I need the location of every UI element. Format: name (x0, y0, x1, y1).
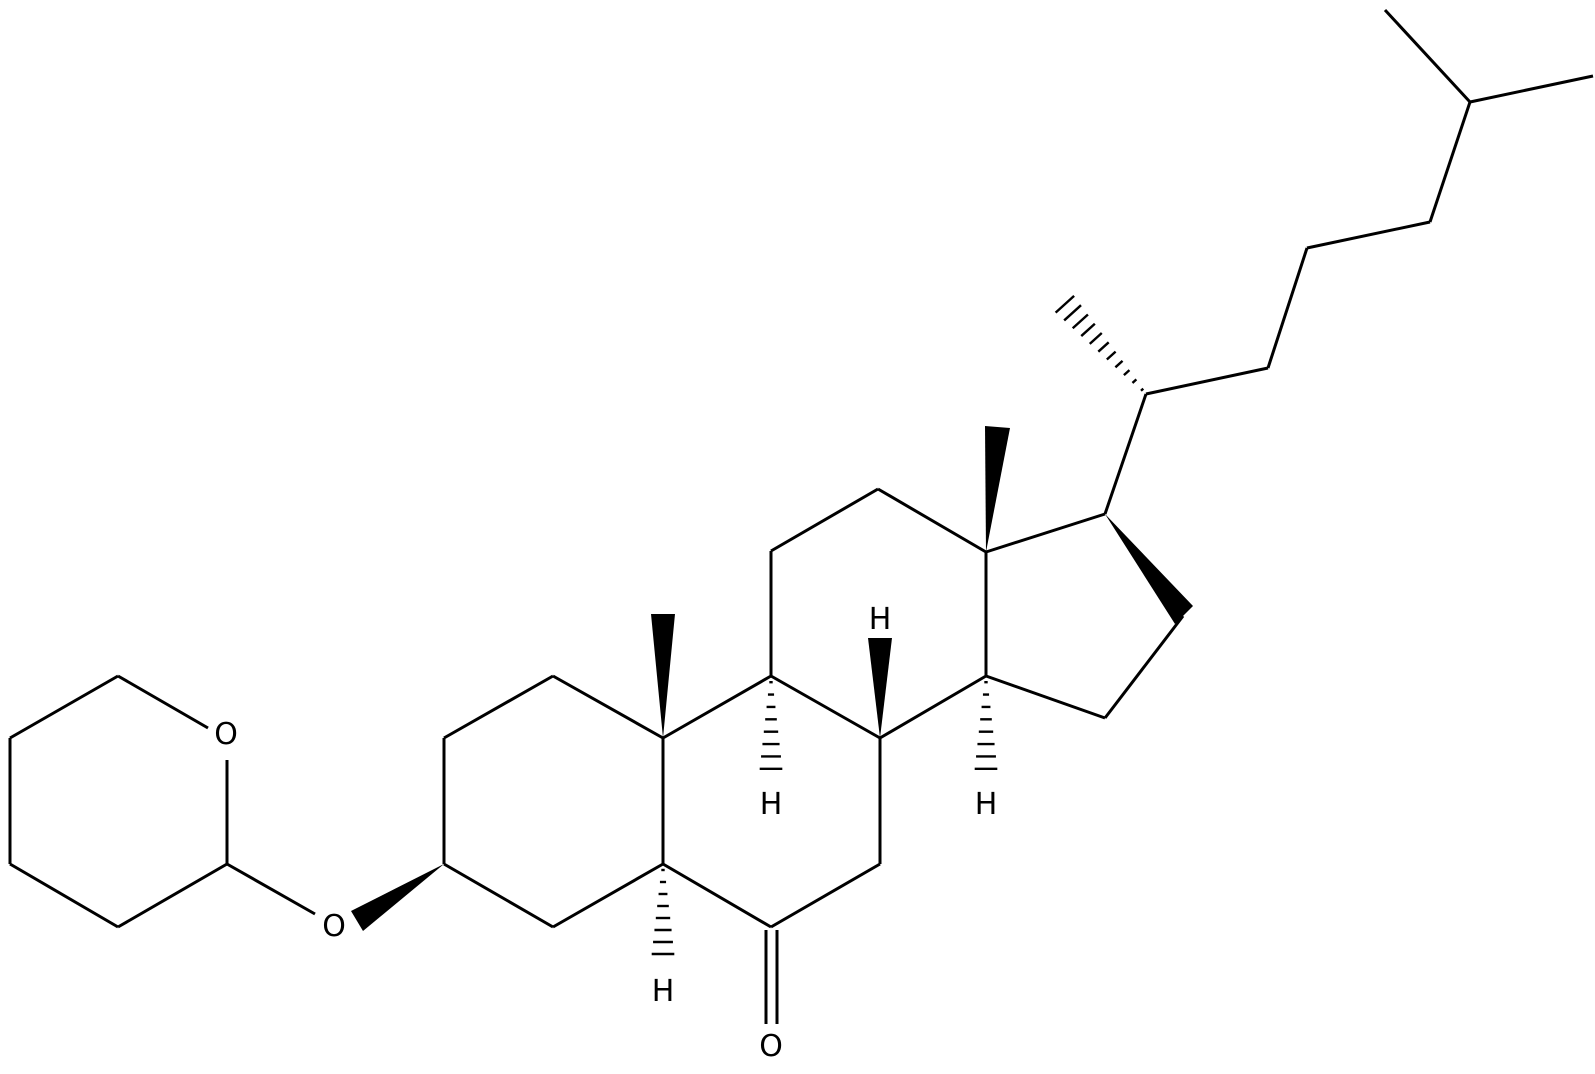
hash-stroke (1071, 313, 1089, 330)
ring-oxygen-label: O (214, 717, 238, 752)
wedge-bonds (351, 426, 1193, 931)
hash-c9-hydrogen (759, 680, 783, 771)
hash-stroke (1054, 295, 1075, 314)
c14-hydrogen-label: H (975, 787, 998, 822)
hash-c20-methyl (1054, 295, 1145, 392)
hash-stroke (1114, 359, 1124, 369)
hash-stroke (1123, 369, 1131, 377)
hash-stroke (1140, 387, 1145, 392)
ring-d (985, 512, 1185, 720)
ketone-double-bond (764, 930, 779, 1024)
ring-a (442, 674, 665, 929)
hash-stroke (1088, 332, 1103, 345)
hash-stroke (1097, 341, 1110, 353)
c5-hydrogen-label: H (652, 974, 675, 1009)
hash-stroke (1063, 304, 1082, 322)
c8-hydrogen-label: H (869, 602, 892, 637)
hash-stroke (1080, 322, 1096, 337)
wedge-c17-ring (1105, 514, 1193, 624)
ketone-oxygen-label: O (759, 1029, 783, 1064)
ring-b (662, 674, 882, 929)
hashed-bonds (651, 295, 1145, 956)
hash-c14-hydrogen (974, 680, 998, 771)
side-chain (1103, 8, 1594, 515)
wedge-c10-methyl (651, 614, 675, 738)
wedge-c8-hydrogen (868, 638, 892, 738)
atom-labels: O O O H H H H (214, 602, 997, 1064)
hash-c5-hydrogen (651, 868, 675, 956)
ring-c (769, 487, 988, 740)
hash-stroke (1106, 350, 1117, 361)
hash-stroke (1131, 378, 1138, 384)
wedge-c3-oxygen (351, 864, 444, 931)
tetrahydropyran-ring (8, 674, 316, 929)
c9-hydrogen-label: H (760, 787, 783, 822)
ether-oxygen-label: O (322, 909, 346, 944)
wedge-c13-methyl (985, 426, 1010, 552)
